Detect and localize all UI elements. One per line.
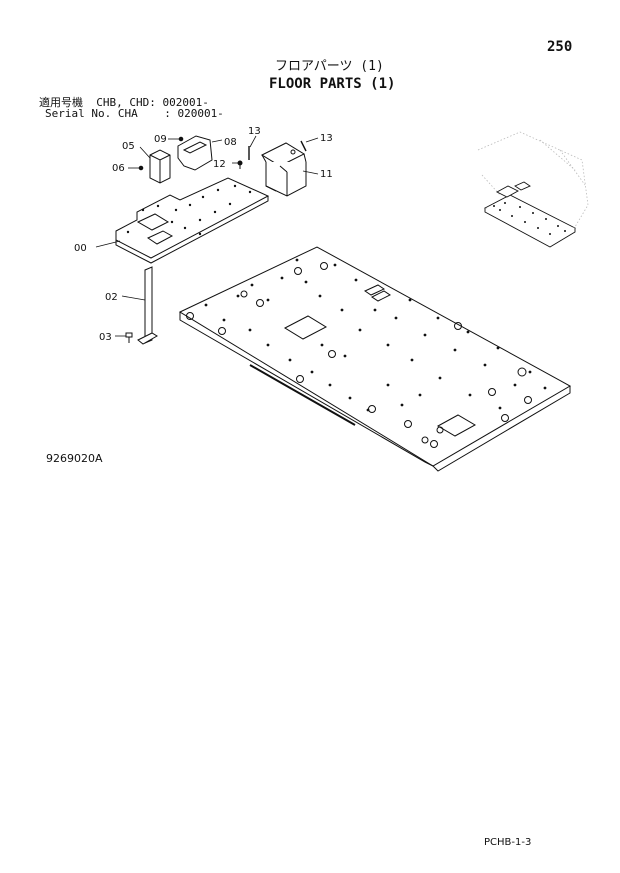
callout-02: 02 [105,292,118,303]
bolt-03 [125,332,133,343]
sub-floor-plate [115,177,270,264]
callout-08: 08 [224,137,237,148]
title-english: FLOOR PARTS (1) [269,76,396,92]
callout-11: 11 [320,169,333,180]
spring-pin-13-right [300,140,307,152]
callout-13-left: 13 [248,126,261,137]
serial-applicability-line-1: 適用号機 CHB, CHD: 002001- [39,96,209,109]
callout-06: 06 [112,163,125,174]
floor-plate [178,246,572,472]
callout-13-right: 13 [320,133,333,144]
callout-03: 03 [99,332,112,343]
callout-12: 12 [213,159,226,170]
callout-09: 09 [154,134,167,145]
floor-plate-bosses [186,262,532,448]
floor-plate-holes [204,258,547,412]
screw-12 [237,160,243,169]
callout-00: 00 [74,243,87,254]
callout-05: 05 [122,141,135,152]
stay-bar [137,266,158,345]
sub-floor-plate-holes [126,184,252,236]
title-japanese: フロアパーツ (1) [275,59,384,74]
bracket-05 [149,149,171,184]
screw-06 [138,165,144,171]
screw-09 [178,136,184,142]
bracket-08 [177,135,213,171]
leader-lines [95,135,319,337]
figure-code: 9269020A [46,452,103,465]
page-number: 250 [547,39,573,55]
locator-thumbnail [477,131,589,248]
page-code: PCHB-1-3 [484,837,532,848]
serial-applicability-line-2: Serial No. CHA : 020001- [45,107,224,120]
bracket-11 [260,142,307,197]
